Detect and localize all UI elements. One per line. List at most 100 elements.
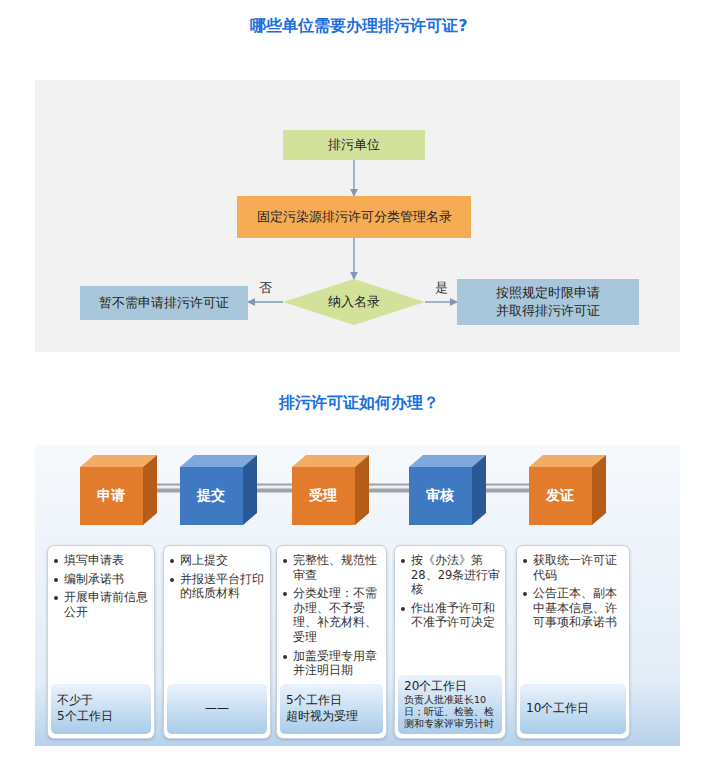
time-text: 10个工作日	[526, 701, 620, 717]
pipe-body	[156, 484, 182, 493]
bullet-dot	[54, 578, 58, 582]
bullet-item: 开展申请前信息公开	[53, 590, 151, 619]
arrow-line	[353, 238, 354, 279]
pipe-shine	[368, 486, 411, 489]
flow-panel	[35, 80, 680, 352]
section-title: 排污许可证如何办理？	[0, 393, 718, 414]
edge-label: 否	[257, 280, 274, 296]
step-cube: 提交	[180, 455, 258, 525]
cube-side	[592, 455, 606, 525]
arrow-line	[425, 301, 457, 302]
bullet-text: 公告正本、副本中基本信息、许可事项和承诺书	[533, 586, 626, 630]
time-text: 20个工作日	[404, 679, 496, 695]
cube-label: 受理	[292, 467, 354, 525]
time-text: 5个工作日 超时视为受理	[286, 693, 377, 724]
step-card: 填写申请表编制承诺书开展申请前信息公开不少于 5个工作日	[47, 545, 155, 739]
bullet-text: 加盖受理专用章并注明日期	[293, 649, 383, 678]
bullet-dot	[170, 559, 174, 563]
time-text: ——	[205, 701, 229, 717]
bullet-dot	[54, 559, 58, 563]
bullet-text: 填写申请表	[64, 553, 151, 568]
flow-arrow	[354, 238, 355, 279]
step-card: 网上提交并报送平台打印的纸质材料 ——	[163, 545, 271, 739]
connecting-pipe	[368, 487, 411, 488]
bullet-item: 编制承诺书	[53, 572, 151, 587]
bullet-text: 开展申请前信息公开	[64, 590, 151, 619]
bullet-text: 按《办法》第28、29条进行审核	[411, 553, 502, 597]
step-cube: 受理	[292, 455, 370, 525]
card-body: 网上提交并报送平台打印的纸质材料	[164, 546, 270, 601]
process-box: 固定污染源排污许可分类管理名录	[237, 196, 471, 238]
time-strip: 不少于 5个工作日	[51, 684, 151, 734]
diamond-text: 纳入名录	[328, 293, 380, 311]
pipe-shine	[485, 486, 531, 489]
connecting-pipe	[156, 487, 182, 488]
step-name: 申请	[97, 487, 125, 505]
box-text: 按照规定时限申请 并取得排污许可证	[472, 284, 624, 319]
process-panel	[35, 445, 680, 746]
step-card: 完整性、规范性审查分类处理：不需办理、不予受理、补充材料、受理加盖受理专用章并注…	[276, 545, 387, 739]
cube-side	[355, 455, 369, 525]
bullet-item: 加盖受理专用章并注明日期	[282, 649, 383, 678]
box-text: 暂不需申请排污许可证	[99, 294, 229, 312]
bullet-dot	[170, 578, 174, 582]
connecting-pipe	[256, 487, 294, 488]
cube-label: 申请	[80, 467, 142, 525]
bullet-item: 公告正本、副本中基本信息、许可事项和承诺书	[522, 586, 626, 630]
step-name: 受理	[309, 487, 337, 505]
pipe-shine	[256, 486, 294, 489]
flow-arrow	[248, 302, 283, 303]
start-box: 排污单位	[283, 130, 425, 160]
cube-side	[243, 455, 257, 525]
bullet-text: 获取统一许可证代码	[533, 553, 626, 582]
pipe-body	[256, 484, 294, 493]
pipe-body	[368, 484, 411, 493]
cube-front	[292, 467, 355, 525]
box-text: 排污单位	[328, 136, 380, 154]
flow-arrow	[354, 160, 355, 196]
step-cube: 审核	[409, 455, 487, 525]
cube-side	[472, 455, 486, 525]
result-box: 按照规定时限申请 并取得排污许可证	[457, 279, 639, 325]
bullet-text: 分类处理：不需办理、不予受理、补充材料、受理	[293, 586, 383, 644]
card-body: 按《办法》第28、29条进行审核作出准予许可和不准予许可决定	[395, 546, 505, 630]
bullet-dot	[283, 655, 287, 659]
cube-side	[143, 455, 157, 525]
time-strip: 10个工作日	[520, 684, 626, 734]
edge-label: 是	[433, 280, 450, 296]
bullet-item: 填写申请表	[53, 553, 151, 568]
bullet-dot	[401, 607, 405, 611]
bullet-dot	[401, 559, 405, 563]
flow-arrow	[425, 302, 457, 303]
bullet-dot	[523, 592, 527, 596]
bullet-dot	[54, 596, 58, 600]
diamond-shape	[283, 279, 425, 325]
card-body: 获取统一许可证代码公告正本、副本中基本信息、许可事项和承诺书	[517, 546, 629, 630]
cube-label: 审核	[409, 467, 471, 525]
bullet-item: 网上提交	[169, 553, 267, 568]
time-strip: ——	[167, 684, 267, 734]
section-title: 哪些单位需要办理排污许可证?	[0, 16, 718, 37]
bullet-text: 完整性、规范性审查	[293, 553, 383, 582]
cube-label: 发证	[529, 467, 591, 525]
bullet-item: 并报送平台打印的纸质材料	[169, 572, 267, 601]
time-text: 负责人批准延长10日；听证、检验、检测和专家评审另计时	[404, 694, 496, 730]
step-card: 按《办法》第28、29条进行审核作出准予许可和不准予许可决定 20个工作日负责人批…	[394, 545, 506, 739]
arrow-line	[353, 160, 354, 196]
cube-front	[409, 467, 472, 525]
bullet-dot	[283, 559, 287, 563]
connecting-pipe	[485, 487, 531, 488]
box-text: 固定污染源排污许可分类管理名录	[257, 208, 452, 226]
bullet-item: 分类处理：不需办理、不予受理、补充材料、受理	[282, 586, 383, 644]
bullet-item: 获取统一许可证代码	[522, 553, 626, 582]
time-strip: 20个工作日负责人批准延长10日；听证、检验、检测和专家评审另计时	[398, 675, 502, 734]
bullet-text: 并报送平台打印的纸质材料	[180, 572, 267, 601]
step-card: 获取统一许可证代码公告正本、副本中基本信息、许可事项和承诺书 10个工作日	[516, 545, 630, 739]
card-body: 完整性、规范性审查分类处理：不需办理、不予受理、补充材料、受理加盖受理专用章并注…	[277, 546, 386, 678]
result-box: 暂不需申请排污许可证	[80, 286, 248, 320]
pipe-shine	[156, 486, 182, 489]
step-cube: 申请	[80, 455, 158, 525]
bullet-item: 作出准予许可和不准予许可决定	[400, 601, 502, 630]
pipe-body	[485, 484, 531, 493]
